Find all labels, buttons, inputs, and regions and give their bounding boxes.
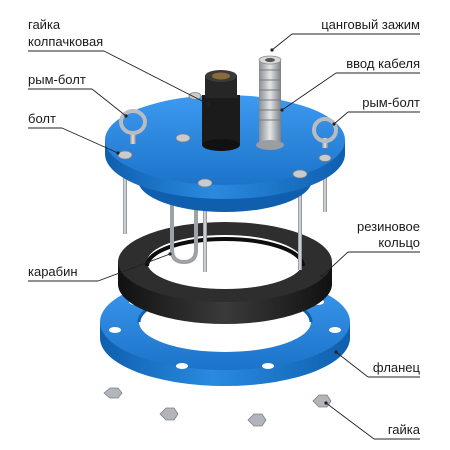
hex-nut-icon	[159, 407, 179, 421]
label-flange: фланец	[373, 360, 421, 375]
stud-bolts	[123, 160, 327, 272]
label-collet-clamp: цанговый зажим	[321, 17, 420, 32]
label-eye-bolt-left: рым-болт	[28, 72, 86, 87]
label-cap-nut-line1: гайка	[28, 17, 61, 32]
eye-bolt-right-icon	[312, 117, 338, 148]
label-eye-bolt-right: рым-болт	[362, 95, 420, 110]
label-carabiner: карабин	[28, 264, 78, 279]
label-bolt: болт	[28, 111, 56, 126]
leader-lines	[28, 33, 420, 440]
cover-bolt-heads	[117, 92, 332, 188]
label-cable-entry: ввод кабеля	[346, 56, 420, 71]
label-cap-nut-line2: колпачковая	[28, 34, 103, 49]
hex-nut-icon	[103, 387, 123, 399]
eye-bolt-left-icon	[119, 109, 147, 144]
hex-nut-icon	[247, 413, 267, 427]
label-rubber-ring-line1: резиновое	[357, 219, 420, 234]
cap-nut-icon	[202, 70, 240, 151]
top-cover	[105, 55, 345, 212]
collet-clamp-icon	[256, 55, 284, 150]
labels: гайка колпачковая цанговый зажим рым-бол…	[28, 17, 421, 437]
carabiner	[170, 196, 198, 265]
loose-nuts	[103, 387, 332, 427]
label-rubber-ring-line2: кольцо	[378, 235, 420, 250]
label-nut: гайка	[388, 422, 421, 437]
